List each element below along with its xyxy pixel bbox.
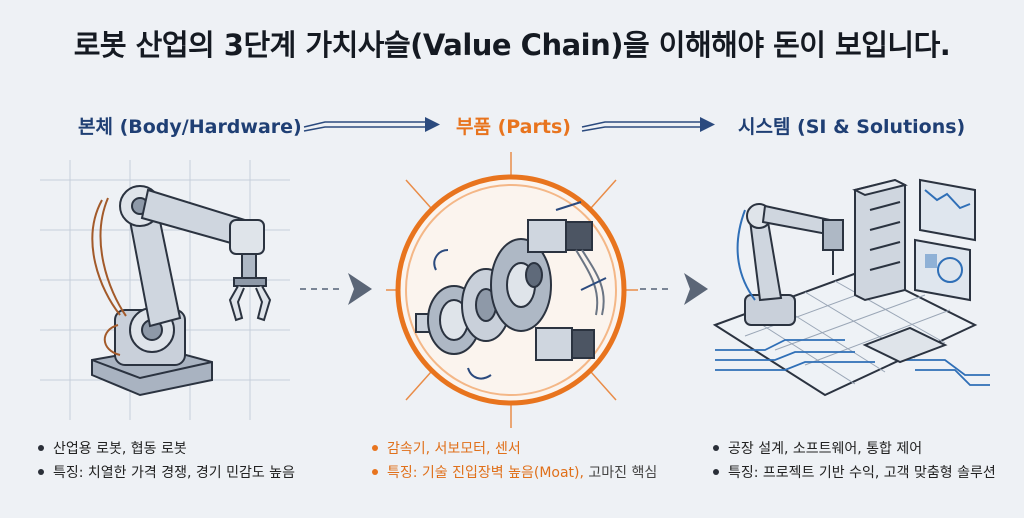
- stage-header-system: 시스템 (SI & Solutions): [738, 116, 966, 138]
- list-item: 특징: 프로젝트 기반 수익, 고객 맞춤형 솔루션: [713, 461, 996, 485]
- gear-parts-illustration: [376, 150, 646, 430]
- list-item: 공장 설계, 소프트웨어, 통합 제어: [713, 437, 996, 461]
- bullet-dot-icon: [713, 445, 719, 451]
- list-item: 특징: 치열한 가격 경쟁, 경기 민감도 높음: [38, 461, 295, 485]
- stage-bullets-body: 산업용 로봇, 협동 로봇 특징: 치열한 가격 경쟁, 경기 민감도 높음: [38, 437, 295, 485]
- arrow-right-icon: [425, 117, 440, 132]
- bullet-dot-icon: [38, 445, 44, 451]
- stage-bullets-parts: 감속기, 서보모터, 센서 특징: 기술 진입장벽 높음(Moat), 고마진 …: [372, 437, 657, 485]
- arrow-right-icon: [700, 117, 715, 132]
- stage-header-parts: 부품 (Parts): [456, 116, 571, 138]
- list-item: 특징: 기술 진입장벽 높음(Moat), 고마진 핵심: [372, 461, 657, 485]
- page-title: 로봇 산업의 3단계 가치사슬(Value Chain)을 이해해야 돈이 보입…: [73, 28, 951, 62]
- stage-bullets-system: 공장 설계, 소프트웨어, 통합 제어 특징: 프로젝트 기반 수익, 고객 맞…: [713, 437, 996, 485]
- list-item: 산업용 로봇, 협동 로봇: [38, 437, 295, 461]
- list-item: 감속기, 서보모터, 센서: [372, 437, 657, 461]
- bullet-dot-icon: [372, 445, 378, 451]
- bullet-dot-icon: [713, 469, 719, 475]
- stage-header-body: 본체 (Body/Hardware): [78, 116, 302, 138]
- bullet-dot-icon: [38, 469, 44, 475]
- factory-system-illustration: [705, 150, 995, 430]
- robot-arm-illustration: [30, 150, 300, 430]
- arrow-right-icon: [348, 273, 372, 305]
- bullet-dot-icon: [372, 469, 378, 475]
